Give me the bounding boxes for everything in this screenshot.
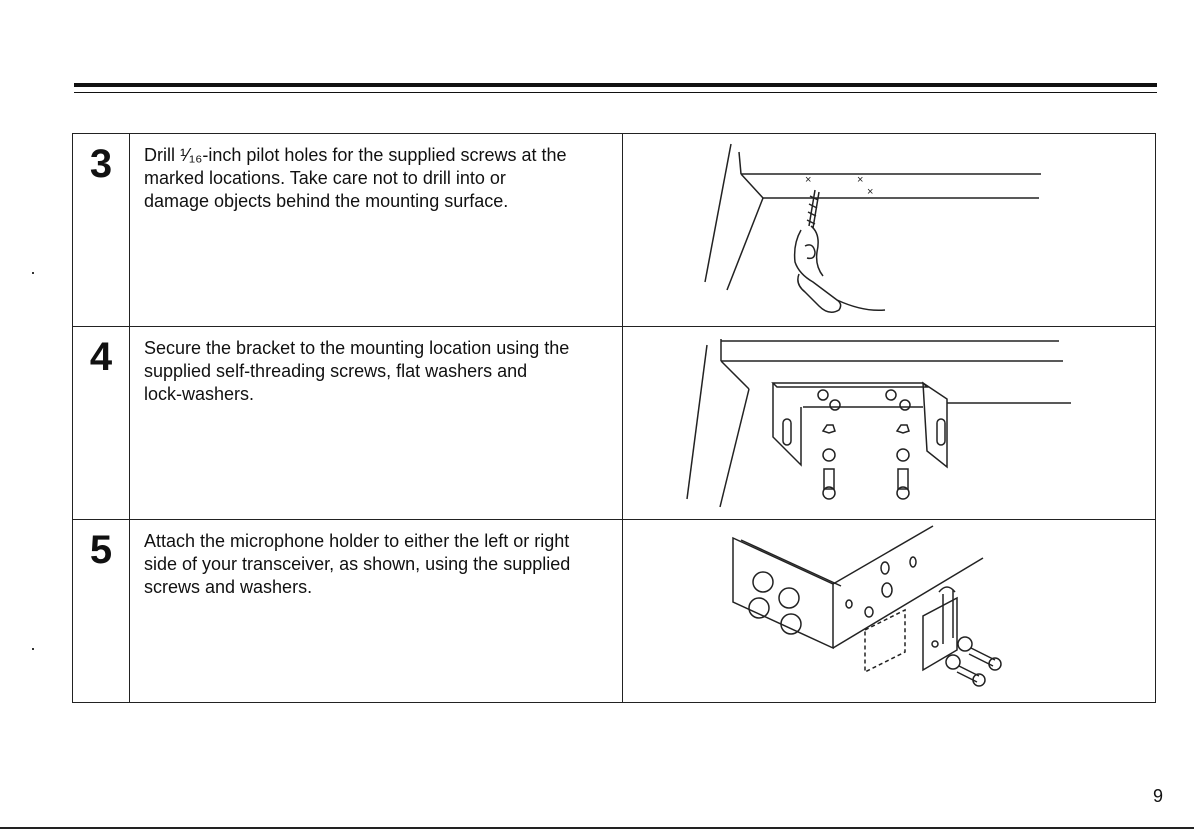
step-row-3: 3 Drill ¹⁄₁₆-inch pilot holes for the su… [72, 133, 1156, 327]
step-row-5: 5 Attach the microphone holder to either… [72, 519, 1156, 703]
mark-label: × [857, 174, 863, 186]
drilling-illustration-icon: × × × [704, 143, 1041, 313]
header-rule-thick [74, 83, 1157, 87]
step-number: 4 [89, 335, 113, 379]
mark-label: × [805, 174, 811, 186]
header-rule-thin [74, 92, 1157, 93]
step-text-cell: Attach the microphone holder to either t… [129, 519, 623, 703]
step-figure-cell: × × × [622, 133, 1156, 327]
steps-table: 3 Drill ¹⁄₁₆-inch pilot holes for the su… [72, 133, 1156, 703]
step-text-cell: Drill ¹⁄₁₆-inch pilot holes for the supp… [129, 133, 623, 327]
page-number: 9 [1153, 786, 1164, 806]
step-figure-cell [622, 519, 1156, 703]
step-number-cell: 4 [72, 326, 130, 520]
margin-dot [32, 648, 34, 650]
step-text: Secure the bracket to the mounting locat… [144, 338, 570, 404]
bracket-mounting-illustration-icon [686, 339, 1071, 508]
step-number-cell: 3 [72, 133, 130, 327]
footer-rule [0, 827, 1194, 829]
step-number: 3 [89, 142, 113, 186]
transceiver-holder-illustration-icon [732, 525, 1002, 687]
step-text: Drill ¹⁄₁₆-inch pilot holes for the supp… [144, 145, 567, 211]
step-text-cell: Secure the bracket to the mounting locat… [129, 326, 623, 520]
step-number: 5 [89, 528, 113, 572]
step-row-4: 4 Secure the bracket to the mounting loc… [72, 326, 1156, 520]
step-text: Attach the microphone holder to either t… [144, 531, 571, 597]
mark-label: × [867, 186, 873, 198]
margin-dot [32, 272, 34, 274]
step-number-cell: 5 [72, 519, 130, 703]
step-figure-cell [622, 326, 1156, 520]
